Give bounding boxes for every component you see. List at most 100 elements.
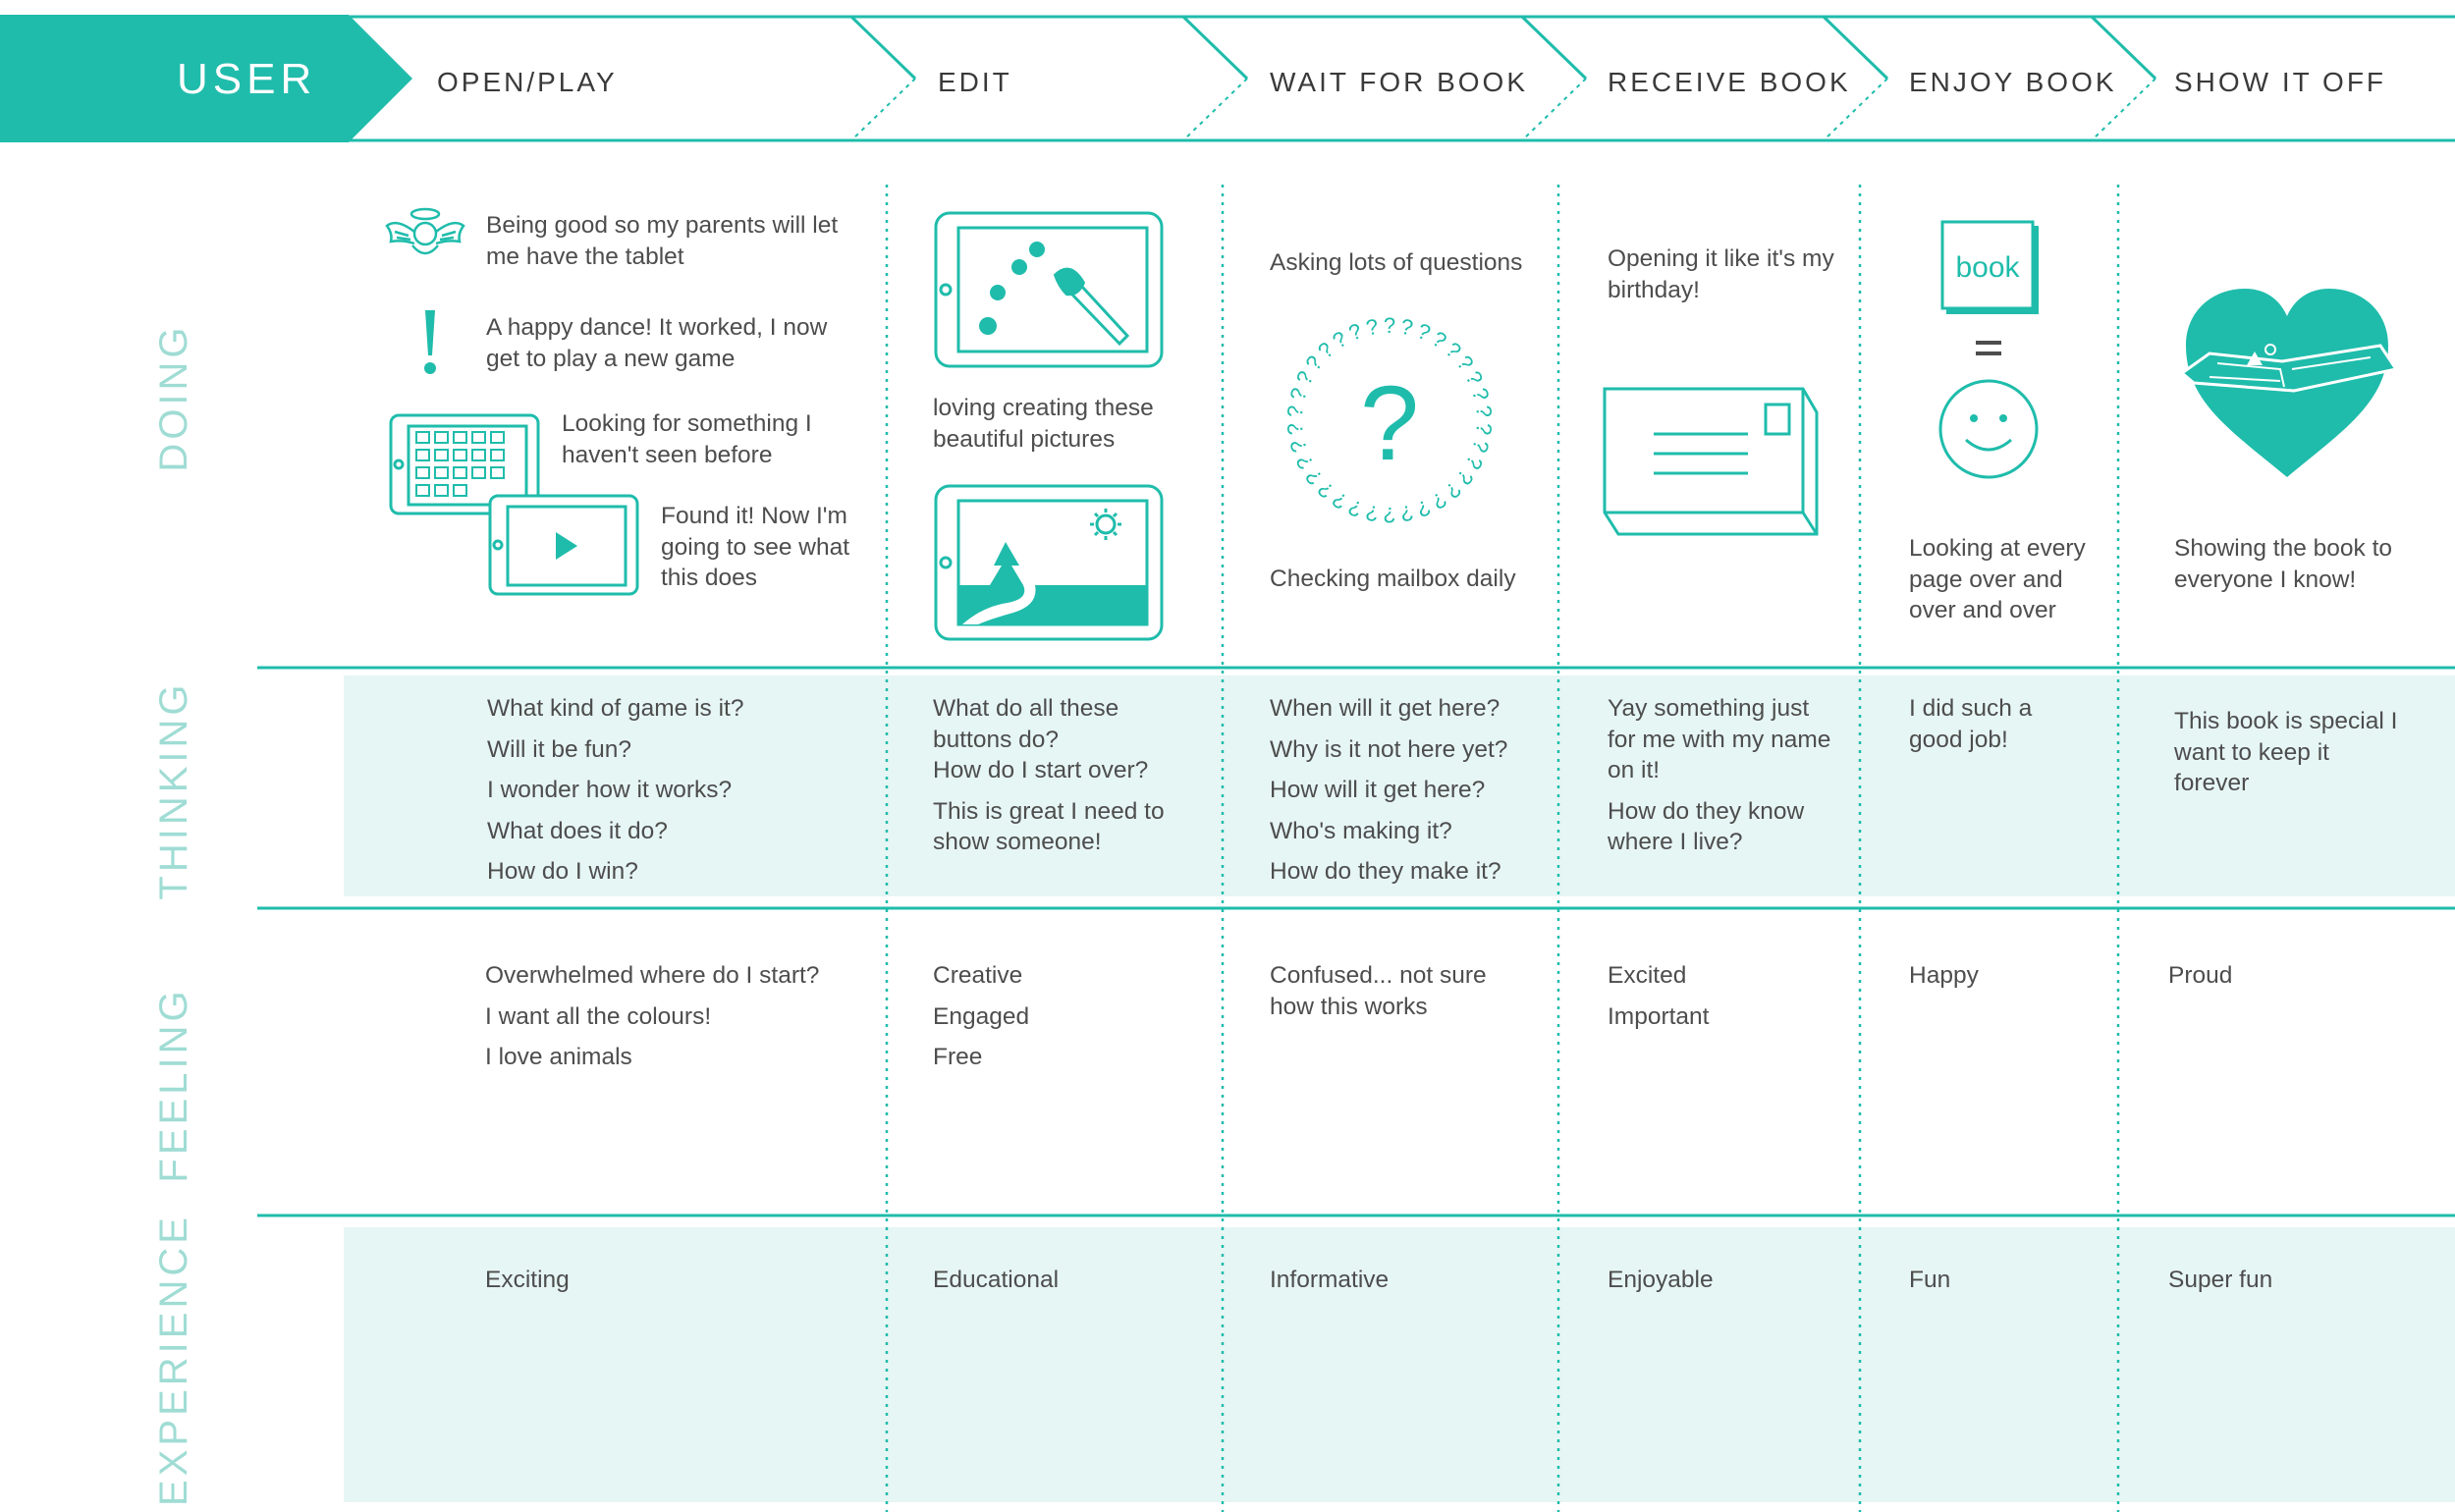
- thinking-item: How do they know where I live?: [1608, 797, 1805, 856]
- experience-enjoy: Fun: [1909, 1267, 1951, 1293]
- stage-edit: EDIT: [938, 67, 1012, 97]
- feeling-item: Engaged: [933, 1002, 1030, 1030]
- doing-grid-text: Looking for something I haven't seen bef…: [562, 410, 812, 468]
- feeling-item: Creative: [933, 962, 1023, 989]
- doing-show-text: Showing the book to everyone I know!: [2174, 535, 2393, 593]
- envelope-icon: [1603, 387, 1819, 536]
- feeling-item: Happy: [1909, 962, 1979, 989]
- thinking-show: This book is special I want to keep it f…: [2174, 706, 2400, 809]
- thinking-receive: Yay something just for me with my name o…: [1608, 693, 1843, 868]
- book-icon: book: [1940, 220, 2039, 314]
- stage-wait-for-book: WAIT FOR BOOK: [1270, 67, 1529, 97]
- thinking-enjoy: I did such a good job!: [1909, 693, 2076, 765]
- ring-question-mark: ?: [1345, 318, 1365, 346]
- stage-enjoy-book: ENJOY BOOK: [1909, 67, 2117, 97]
- thinking-item: What do all these buttons do?: [933, 695, 1119, 753]
- stage-open-play: OPEN/PLAY: [437, 67, 618, 97]
- experience-open-play: Exciting: [485, 1267, 570, 1293]
- heart-book-icon: [2179, 289, 2399, 477]
- ring-question-mark: ?: [1467, 437, 1494, 456]
- ring-question-mark: ?: [1285, 385, 1312, 404]
- doing-exclaim-text: A happy dance! It worked, I now get to p…: [486, 314, 828, 372]
- feeling-item: Proud: [2168, 962, 2233, 989]
- exclamation-icon: [424, 310, 436, 374]
- question-circle-icon: ?????????????????????????????????? ?: [1282, 313, 1497, 527]
- feeling-item: I love animals: [485, 1044, 632, 1070]
- experience-show: Super fun: [2168, 1267, 2273, 1293]
- thinking-item: Who's making it?: [1270, 817, 1452, 844]
- thinking-item: When will it get here?: [1270, 695, 1500, 722]
- ring-question-mark: ?: [1282, 422, 1308, 437]
- row-label-experience: EXPERIENCE: [152, 1214, 195, 1506]
- feeling-item: Excited: [1608, 962, 1687, 989]
- stage-show-it-off: SHOW IT OFF: [2174, 67, 2387, 97]
- doing-wait-text-top: Asking lots of questions: [1270, 249, 1523, 276]
- ring-question-mark: ?: [1398, 500, 1415, 526]
- row-label-feeling: FEELING: [152, 987, 195, 1183]
- thinking-item: I did such a good job!: [1909, 695, 2033, 753]
- book-label: book: [1955, 251, 2020, 284]
- ring-question-mark: ?: [1285, 437, 1312, 456]
- thinking-item: How do they make it?: [1270, 858, 1501, 885]
- tablet-landscape-icon: [934, 484, 1164, 641]
- smiley-icon: [1938, 379, 2039, 479]
- doing-wait-text-bottom: Checking mailbox daily: [1270, 566, 1516, 592]
- feeling-item: Overwhelmed where do I start?: [485, 962, 820, 989]
- thinking-item: Will it be fun?: [487, 735, 632, 763]
- ring-question-mark: ?: [1384, 313, 1395, 338]
- ring-question-mark: ?: [1471, 405, 1497, 419]
- thinking-item: How do I start over?: [933, 757, 1149, 783]
- feeling-enjoy: Happy: [1909, 960, 2105, 1001]
- thinking-item: What kind of game is it?: [487, 695, 744, 722]
- tablet-paintbrush-icon: [934, 211, 1164, 368]
- user-arrow: [0, 15, 412, 142]
- angel-icon: [385, 207, 465, 255]
- question-mark: ?: [1360, 363, 1419, 482]
- experience-wait: Informative: [1270, 1267, 1390, 1293]
- thinking-item: I wonder how it works?: [487, 777, 733, 803]
- ring-question-mark: ?: [1282, 405, 1308, 419]
- row-label-thinking: THINKING: [152, 680, 195, 900]
- feeling-item: Important: [1608, 1002, 1710, 1030]
- ring-question-mark: ?: [1398, 314, 1415, 341]
- experience-band: [344, 1227, 2455, 1502]
- doing-receive-text: Opening it like it's my birthday!: [1608, 245, 1834, 303]
- feeling-show: Proud: [2168, 960, 2394, 1001]
- doing-edit-text: loving creating these beautiful pictures: [933, 395, 1154, 453]
- doing-play-text: Found it! Now I'm going to see what this…: [661, 503, 850, 591]
- thinking-edit: What do all these buttons do? How do I s…: [933, 693, 1169, 868]
- ring-question-mark: ?: [1471, 422, 1497, 437]
- feeling-open-play: Overwhelmed where do I start? I want all…: [485, 960, 868, 1083]
- thinking-item: This is great I need to show someone!: [933, 797, 1165, 856]
- ring-question-mark: ?: [1364, 314, 1381, 341]
- thinking-open-play: What kind of game is it? Will it be fun?…: [487, 693, 870, 897]
- feeling-receive: Excited Important: [1608, 960, 1843, 1042]
- ring-question-mark: ?: [1414, 495, 1434, 522]
- ring-question-mark: ?: [1364, 500, 1381, 526]
- ring-question-mark: ?: [1467, 385, 1494, 404]
- user-label: USER: [177, 55, 317, 103]
- stage-receive-book: RECEIVE BOOK: [1608, 67, 1851, 97]
- doing-angel-text: Being good so my parents will let me hav…: [486, 212, 839, 270]
- thinking-item: How do I win?: [487, 858, 638, 885]
- feeling-item: Free: [933, 1044, 983, 1070]
- feeling-wait: Confused... not sure how this works: [1270, 960, 1515, 1032]
- feeling-item: Confused... not sure how this works: [1270, 962, 1487, 1020]
- equals-icon: [1976, 341, 2001, 355]
- thinking-item: Yay something just for me with my name o…: [1608, 695, 1831, 783]
- thinking-band: [344, 675, 2455, 896]
- thinking-wait: When will it get here? Why is it not her…: [1270, 693, 1555, 897]
- row-label-doing: DOING: [152, 323, 195, 472]
- thinking-item: This book is special I want to keep it f…: [2174, 708, 2398, 796]
- tablet-play-icon: [488, 494, 639, 596]
- thinking-item: Why is it not here yet?: [1270, 735, 1508, 763]
- experience-edit: Educational: [933, 1267, 1060, 1293]
- ring-question-mark: ?: [1384, 503, 1395, 527]
- doing-enjoy-text: Looking at every page over and over and …: [1909, 535, 2086, 623]
- thinking-item: What does it do?: [487, 817, 668, 844]
- experience-receive: Enjoyable: [1608, 1267, 1714, 1293]
- thinking-item: How will it get here?: [1270, 777, 1486, 803]
- feeling-item: I want all the colours!: [485, 1002, 712, 1030]
- tablet-grid-icon: [389, 413, 540, 515]
